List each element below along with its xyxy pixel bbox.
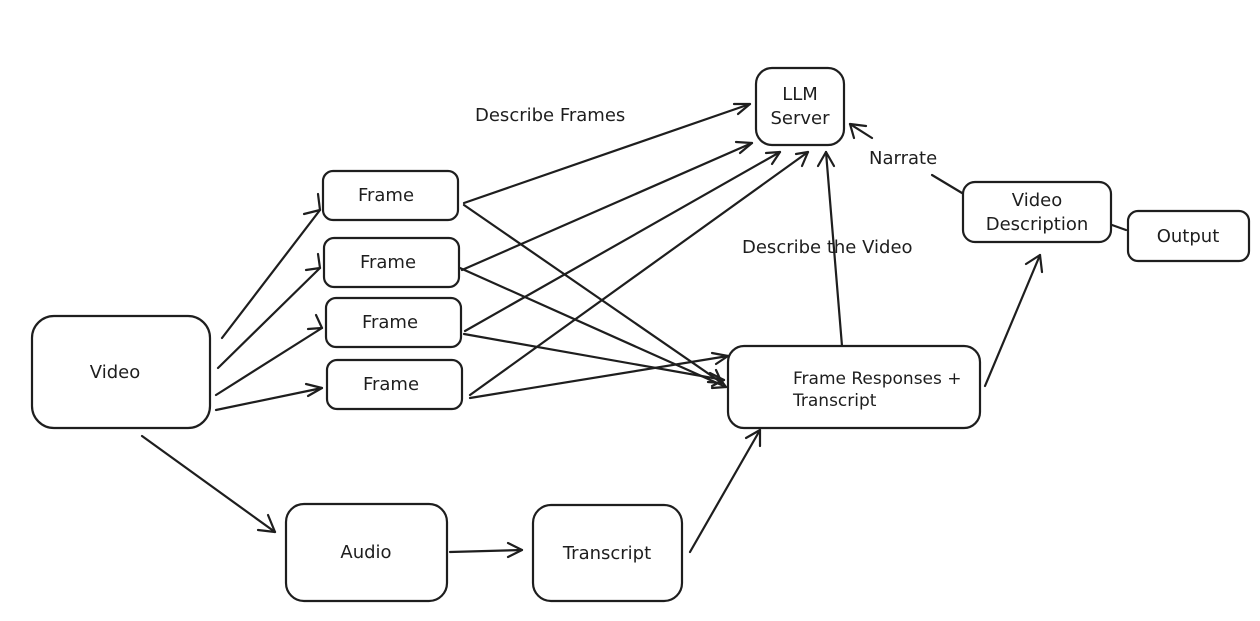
arrowhead-frame1 [302,192,322,216]
edge-frame4-llm [468,150,810,397]
arrowhead-llm-4 [794,150,810,168]
node-frame-responses: Frame Responses + Transcript [726,344,982,430]
edge-transcript-responses [688,428,762,554]
node-audio-label: Audio [340,542,391,563]
arrowhead-frame4 [304,382,324,398]
node-transcript-label: Transcript [562,543,651,564]
edge-frame2-llm [460,141,754,272]
edge-frame1-llm [462,102,752,205]
node-video-description-label-line2: Description [986,214,1089,235]
node-frame-4-label: Frame [363,374,419,395]
arrowhead-responses-from-transcript [744,428,762,448]
edge-responses-description [983,253,1042,388]
node-output: Output [1126,209,1251,263]
node-video: Video [30,314,212,430]
node-video-description-label-line1: Video [1012,190,1062,211]
node-frame-2: Frame [322,236,461,289]
edge-frame1-responses [462,203,724,385]
node-video-description: Video Description [961,180,1113,244]
edge-video-frame1 [220,208,322,340]
edge-frame3-llm [463,150,782,333]
arrowhead-llm-2 [734,140,754,155]
node-frame-4: Frame [325,358,464,411]
label-describe-frames: Describe Frames [475,105,625,126]
node-frame-3: Frame [324,296,463,349]
edge-video-frame3 [214,326,324,397]
node-llm-server-label-line1: LLM [782,84,818,105]
node-frame-responses-label-line2: Transcript [792,391,877,411]
arrowheads [256,102,1044,559]
arrowhead-llm-3 [764,150,782,166]
edge-description-llm [930,173,964,195]
edge-responses-llm [824,150,844,348]
arrowhead-llm-1 [732,102,752,116]
node-video-label: Video [90,362,140,383]
node-llm-server-label-line2: Server [770,108,830,129]
arrowhead-llm-narrate [848,122,868,140]
node-output-label: Output [1157,226,1220,247]
arrowhead-responses-2 [710,374,728,390]
node-frame-1-label: Frame [358,185,414,206]
node-frame-3-label: Frame [362,312,418,333]
edge-frame2-responses [458,266,728,389]
edges [140,102,1128,554]
arrowhead-frame2 [304,252,322,272]
arrowhead-description [1024,253,1044,274]
arrowhead-transcript [506,541,524,559]
arrowhead-audio [256,513,277,534]
edge-audio-transcript [448,548,524,554]
edge-video-frame4 [214,386,324,412]
node-frame-responses-label-line1: Frame Responses + [793,369,962,389]
label-narrate: Narrate [869,148,937,169]
arrowhead-llm-from-responses [816,150,836,168]
node-audio: Audio [284,502,449,603]
node-transcript: Transcript [531,503,684,603]
edge-video-frame2 [216,266,322,370]
edge-frame3-responses [462,332,726,382]
label-describe-video: Describe the Video [742,237,913,258]
node-frame-1: Frame [321,169,460,222]
edge-frame4-responses [468,354,730,400]
node-llm-server: LLM Server [754,66,846,147]
edge-video-audio [140,434,277,534]
edge-description-llm-b [848,122,874,140]
edge-description-output [1110,223,1128,232]
node-frame-2-label: Frame [360,252,416,273]
arrowhead-frame3 [306,313,324,331]
arrowhead-responses-3 [708,371,726,388]
